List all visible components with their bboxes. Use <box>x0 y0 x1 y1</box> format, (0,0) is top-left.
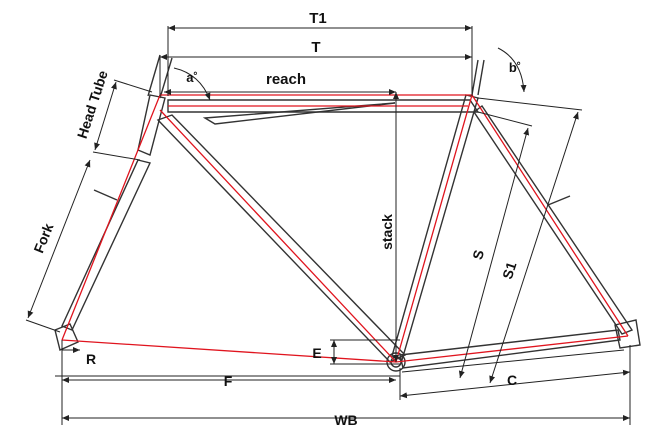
label-e: E <box>312 345 321 361</box>
label-s1: S1 <box>499 260 520 281</box>
label-s: S <box>469 248 487 261</box>
label-head-tube: Head Tube <box>74 68 111 140</box>
label-wb: WB <box>334 412 357 428</box>
label-r: R <box>86 351 96 367</box>
frame-outline <box>54 54 641 372</box>
label-reach: reach <box>266 71 306 88</box>
label-t1: T1 <box>309 10 327 27</box>
label-stack: stack <box>379 214 395 250</box>
dimension-lines <box>25 25 631 425</box>
geometry-lines <box>61 94 629 363</box>
label-fork: Fork <box>30 221 56 255</box>
label-b-angle: b˚ <box>509 60 521 75</box>
label-t: T <box>311 39 320 56</box>
label-f: F <box>224 373 233 389</box>
label-c: C <box>507 372 517 388</box>
label-a-angle: a˚ <box>186 70 198 85</box>
